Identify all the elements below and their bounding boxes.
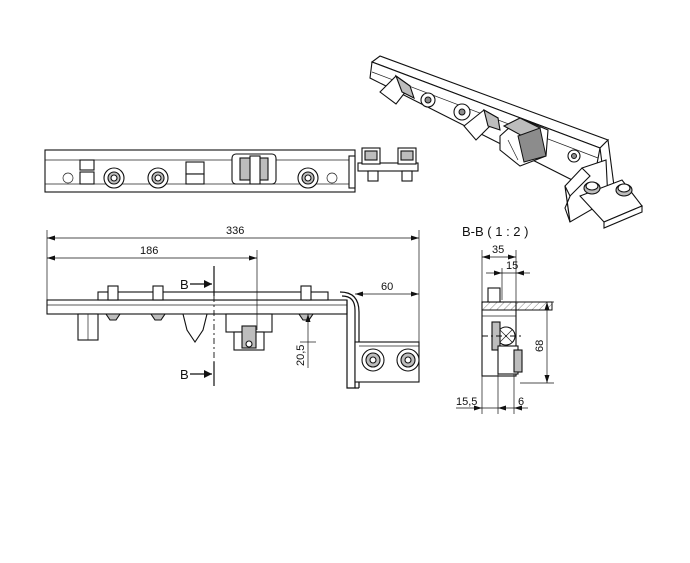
- dimension-text-60: 60: [381, 281, 393, 293]
- dimension-text-15: 15: [506, 260, 518, 272]
- dimension-20-5: [300, 314, 316, 368]
- top-view: [44, 147, 419, 193]
- dimension-text-336: 336: [226, 225, 244, 237]
- dimension-68: [520, 301, 554, 384]
- cut-marker-top: B: [180, 277, 189, 292]
- isometric-view: [369, 55, 643, 229]
- dimension-text-20-5: 20,5: [295, 345, 307, 366]
- dimension-15-5-and-6: [456, 374, 528, 414]
- dimension-15: [486, 268, 530, 300]
- roller: [361, 348, 385, 372]
- dimension-text-68: 68: [534, 340, 546, 352]
- dimension-text-35: 35: [492, 244, 504, 256]
- roller: [147, 167, 169, 189]
- dimension-text-15-5: 15,5: [456, 396, 477, 408]
- dimension-text-6: 6: [518, 396, 524, 408]
- dimension-336: [46, 230, 420, 342]
- section-view: [481, 287, 553, 377]
- roller: [297, 167, 319, 189]
- dimension-text-186: 186: [140, 245, 158, 257]
- cut-marker-bottom: B: [180, 367, 189, 382]
- section-title: B-B ( 1 : 2 ): [462, 224, 528, 239]
- roller: [103, 167, 125, 189]
- roller: [396, 348, 420, 372]
- front-view: [46, 266, 420, 389]
- dimension-60: [355, 291, 419, 297]
- dimension-186: [47, 250, 258, 330]
- dimension-35: [481, 250, 517, 302]
